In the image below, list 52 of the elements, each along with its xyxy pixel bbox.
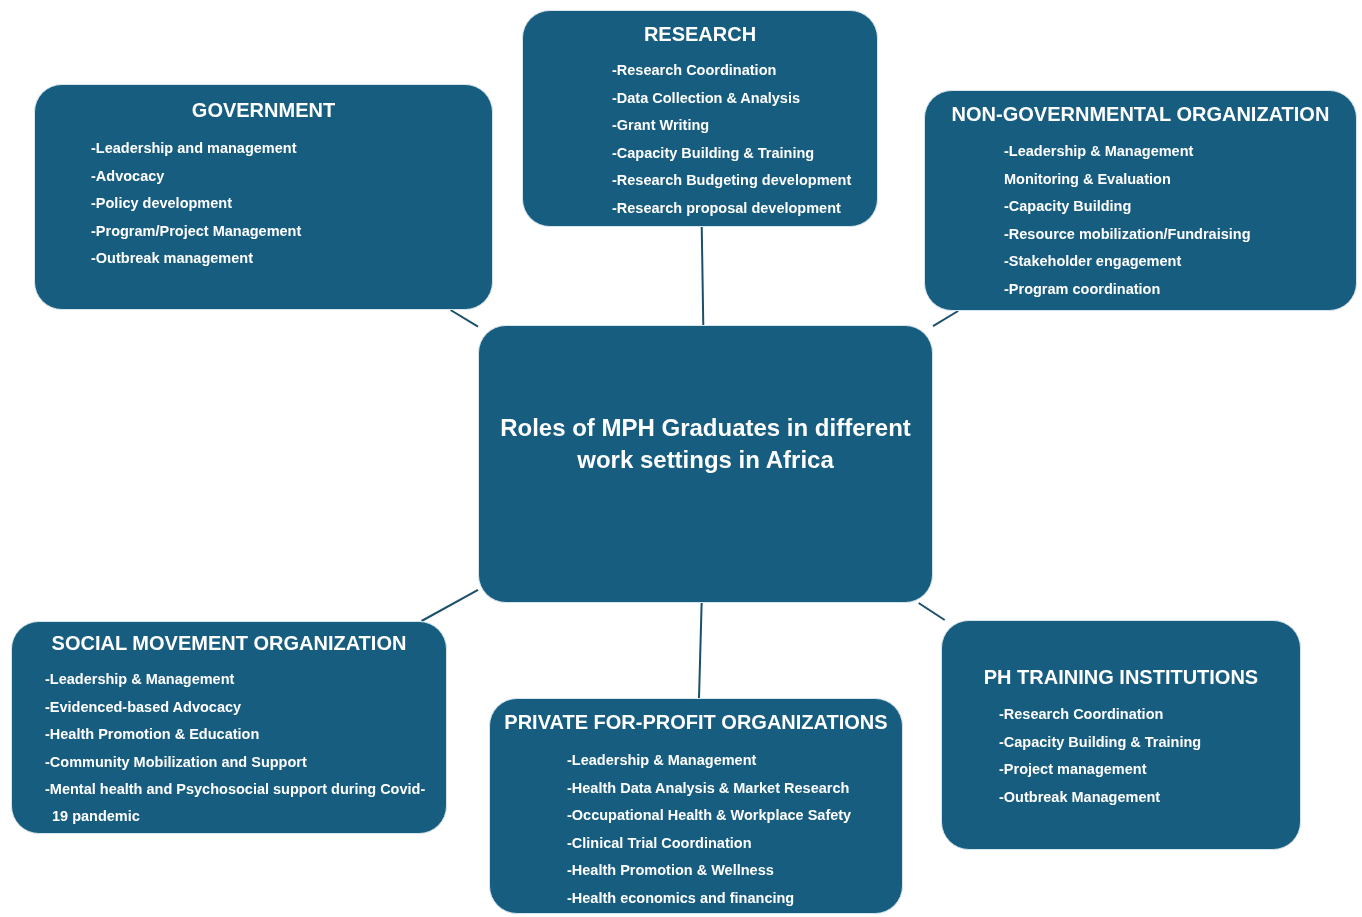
- role-item: -Outbreak management: [91, 249, 254, 268]
- connector-line: [917, 602, 946, 621]
- role-item: -Project management: [999, 760, 1148, 779]
- role-item: -Leadership and management: [91, 139, 298, 158]
- role-item: -Research Coordination: [612, 61, 778, 80]
- role-item: -Occupational Health & Workplace Safety: [567, 806, 853, 825]
- role-item: -Clinical Trial Coordination: [567, 833, 753, 853]
- role-item: -Data Collection & Analysis: [612, 88, 801, 108]
- role-item: -Health Promotion & Education: [45, 725, 261, 744]
- role-item: -Health Data Analysis & Market Research: [567, 778, 851, 798]
- role-item: -Capacity Building: [1004, 197, 1133, 216]
- setting-heading: RESEARCH: [642, 23, 758, 46]
- role-item: -Resource mobilization/Fundraising: [1004, 224, 1252, 244]
- connector-line: [449, 309, 479, 328]
- connector-line: [700, 226, 705, 326]
- role-item: -Capacity Building & Training: [612, 143, 816, 163]
- role-item: -Leadership & Management: [1004, 142, 1195, 161]
- role-item: -Leadership & Management: [45, 670, 236, 689]
- role-item: -Evidenced-based Advocacy: [45, 697, 243, 717]
- role-item: -Health economics and financing: [567, 888, 796, 908]
- role-item: -Stakeholder engagement: [1004, 252, 1183, 271]
- role-item: -Health Promotion & Wellness: [567, 861, 775, 880]
- setting-box: [489, 698, 903, 914]
- role-item: -Mental health and Psychosocial support during Covid-19 pandemic: [45, 780, 427, 826]
- role-item: -Research proposal development: [612, 198, 842, 218]
- role-item: -Advocacy: [91, 166, 166, 186]
- setting-heading: PRIVATE FOR-PROFIT ORGANIZATIONS: [503, 711, 889, 734]
- role-item: -Grant Writing: [612, 116, 711, 135]
- role-item: Monitoring & Evaluation: [1004, 169, 1172, 189]
- connector-line: [698, 602, 703, 699]
- role-item: -Research Budgeting development: [612, 171, 853, 190]
- role-item: -Community Mobilization and Support: [45, 752, 308, 772]
- setting-heading: SOCIAL MOVEMENT ORGANIZATION: [50, 632, 408, 655]
- setting-heading: PH TRAINING INSTITUTIONS: [982, 666, 1260, 689]
- role-item: -Policy development: [91, 194, 233, 213]
- role-item: -Program coordination: [1004, 279, 1162, 299]
- setting-heading: NON-GOVERNMENTAL ORGANIZATION: [950, 103, 1331, 126]
- role-item: -Research Coordination: [999, 705, 1165, 724]
- setting-box: [34, 84, 493, 310]
- setting-box: [924, 90, 1357, 311]
- role-item: -Capacity Building & Training: [999, 732, 1203, 752]
- setting-heading: GOVERNMENT: [190, 99, 337, 122]
- setting-box: [941, 620, 1301, 850]
- role-item: -Outbreak Management: [999, 787, 1162, 807]
- setting-box: [522, 10, 878, 227]
- role-item: -Program/Project Management: [91, 221, 303, 241]
- connector-line: [420, 588, 479, 622]
- central-topic-box: [478, 325, 933, 603]
- central-title: Roles of MPH Graduates in different work settings in Africa: [499, 413, 912, 475]
- connector-line: [932, 310, 960, 328]
- setting-box: [11, 621, 447, 834]
- role-item: -Leadership & Management: [567, 751, 758, 770]
